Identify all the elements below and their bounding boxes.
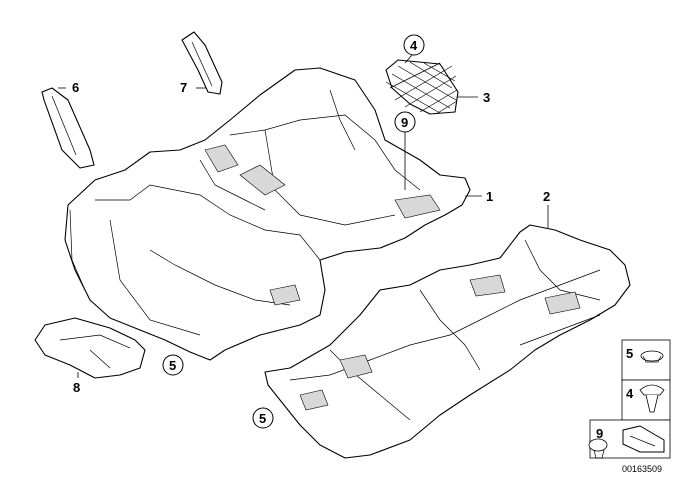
trim-strip-part-6 (41, 87, 95, 169)
floor-carpet-rear-part (64, 67, 471, 361)
legend-label-5: 5 (626, 346, 633, 361)
direction-arrow-icon (622, 425, 665, 453)
svg-text:4: 4 (410, 38, 418, 53)
callout-7: 7 (180, 80, 187, 95)
mesh-insert-part (385, 59, 459, 115)
clip-4-icon (639, 384, 665, 413)
svg-text:5: 5 (169, 358, 176, 373)
svg-text:5: 5 (259, 411, 266, 426)
callout-6: 6 (72, 80, 79, 95)
callout-2: 2 (543, 189, 550, 204)
clip-9-icon (588, 438, 608, 459)
circled-callout-4: 4 (403, 34, 425, 56)
leader-lines (58, 54, 549, 378)
floor-carpet-front-part (264, 224, 631, 459)
clip-5-icon (640, 350, 664, 363)
legend-label-4: 4 (626, 386, 634, 401)
callout-8: 8 (73, 380, 80, 395)
fastener-legend: 5 4 9 (588, 339, 671, 459)
trim-strip-part-7 (181, 31, 223, 95)
svg-text:9: 9 (401, 115, 408, 130)
callout-1: 1 (486, 189, 493, 204)
legend-label-9: 9 (596, 426, 603, 441)
circled-callout-5-left: 5 (162, 354, 184, 376)
circled-callout-5-bottom: 5 (252, 407, 274, 429)
floor-mat-part-8 (34, 317, 146, 379)
circled-callout-9: 9 (394, 111, 416, 133)
callout-3: 3 (483, 90, 490, 105)
document-number: 00163509 (622, 464, 662, 474)
